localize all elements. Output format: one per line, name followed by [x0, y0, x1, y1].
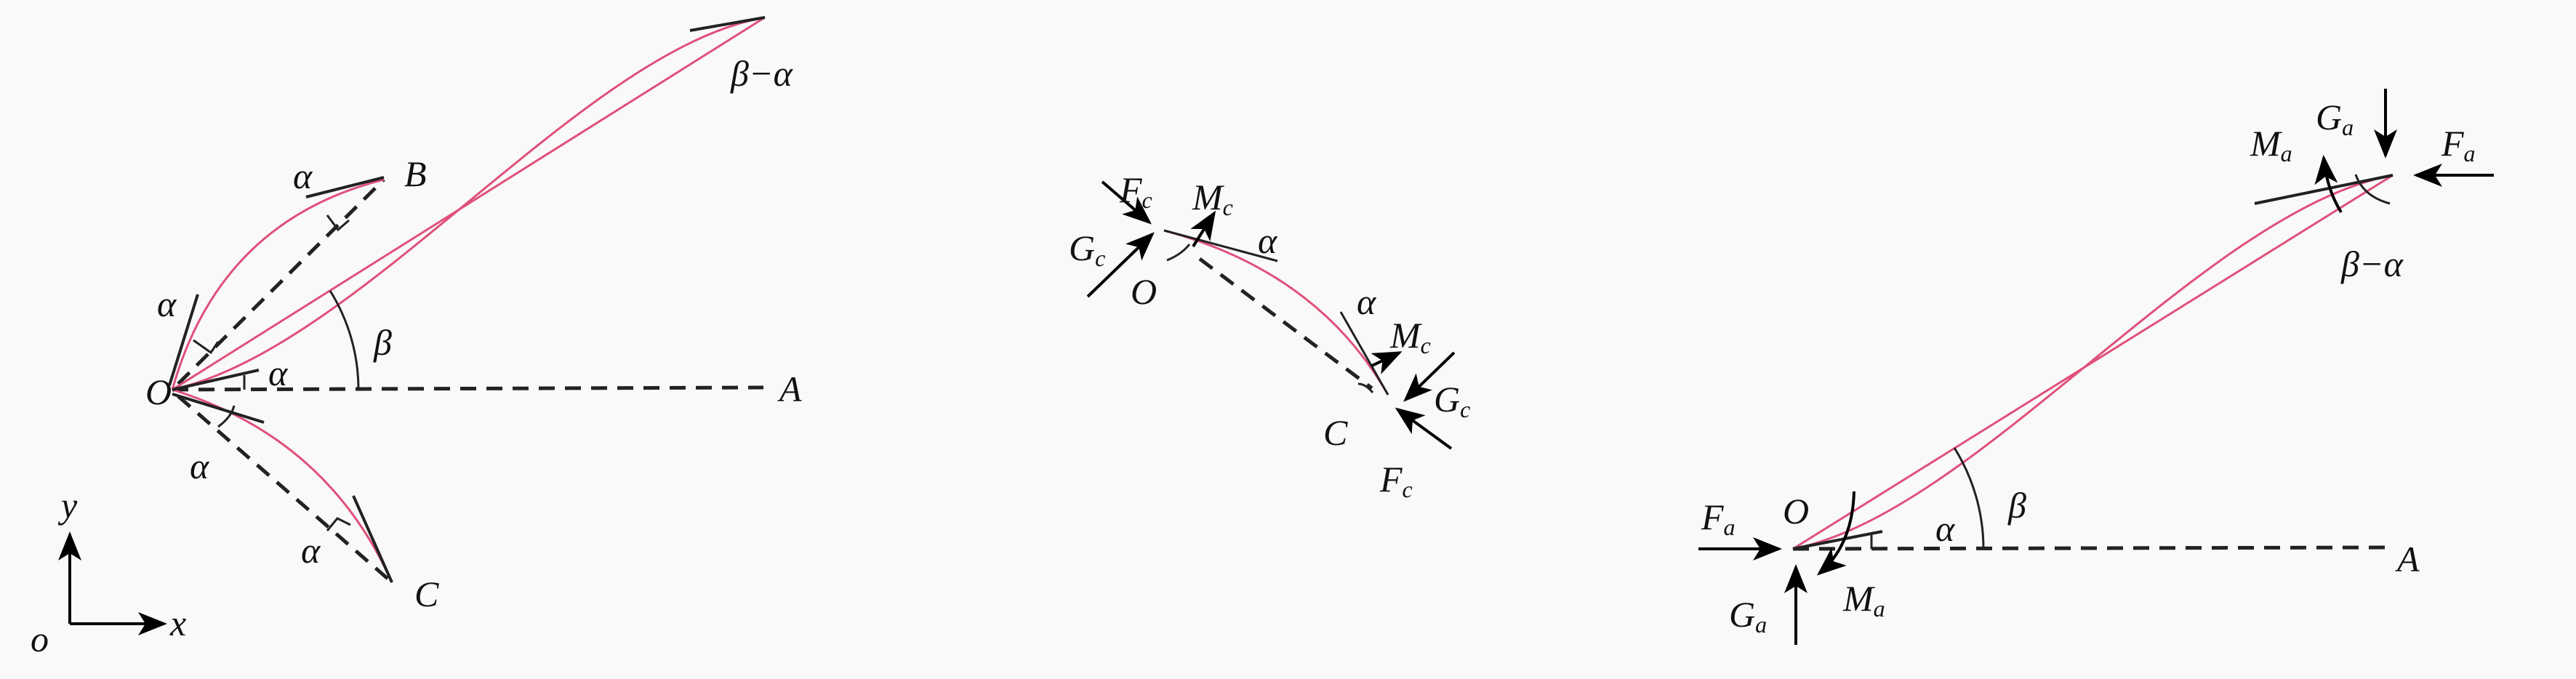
moment-M-arrow-C: [1371, 351, 1403, 374]
chord-OC: [177, 395, 393, 584]
tangent-O-C: [172, 393, 265, 424]
alpha-angle-mark: [1166, 244, 1191, 262]
label-beta: β: [373, 322, 392, 363]
moment-M-arrow-O: [1190, 210, 1216, 248]
label-C: C: [1323, 412, 1348, 453]
alpha-angle-mark: [1357, 382, 1374, 393]
label-alpha: α: [190, 446, 210, 486]
chord-main: [172, 16, 766, 391]
tangent-tip: [2254, 174, 2394, 205]
s-curve-beam: [172, 16, 766, 391]
label-A: A: [2395, 539, 2420, 579]
label-beta: β: [2007, 485, 2026, 526]
label-F-a: Fa: [2441, 123, 2476, 166]
force-G-arrow-C: [1403, 351, 1456, 402]
label-alpha: α: [293, 156, 313, 196]
chord-main: [1792, 174, 2394, 550]
label-alpha: α: [157, 284, 177, 324]
chord-OC: [1198, 257, 1373, 390]
moment-M-arrow-O: [1816, 491, 1855, 576]
tangent-O-B: [168, 294, 199, 386]
label-x-axis: x: [169, 603, 186, 643]
label-M-c: Mc: [1389, 315, 1431, 358]
force-F-arrow-O: [1101, 180, 1152, 225]
tangent-tip: [689, 16, 766, 32]
label-origin: o: [31, 619, 49, 659]
reference-line-OA: [172, 385, 764, 392]
moment-M-arrow-tip: [2314, 155, 2343, 214]
label-G-a: Ga: [1729, 594, 1767, 638]
panel-3-labels: O A β−α α β Fa Ga Ma Ma Ga Fa: [1701, 97, 2476, 638]
alpha-angle-mark: [326, 214, 350, 232]
label-y-axis: y: [57, 485, 78, 526]
label-M-a: Ma: [1842, 578, 1885, 622]
tangent-O-main: [172, 369, 260, 391]
label-alpha: α: [1935, 508, 1956, 549]
label-G-a: Ga: [2316, 97, 2354, 140]
arc-beam-OC: [172, 388, 393, 583]
force-G-arrow-O: [1086, 232, 1155, 298]
arc-beam-OB: [171, 178, 385, 390]
tangent-C: [1339, 311, 1389, 395]
label-alpha: α: [301, 530, 321, 571]
panel-1-labels: O A B C β−α β α α α α α y x o: [31, 53, 802, 659]
label-O: O: [145, 371, 172, 412]
tangent-O: [1792, 530, 1883, 550]
alpha-angle-mark: [193, 339, 220, 355]
label-B: B: [404, 153, 427, 194]
s-curve-beam: [1792, 174, 2394, 550]
label-G-c: Gc: [1434, 379, 1470, 422]
label-F-c: Fc: [1379, 459, 1413, 502]
label-A: A: [777, 369, 802, 409]
beta-angle-arc: [1953, 447, 1985, 550]
label-O: O: [1783, 491, 1809, 531]
alpha-angle-mark: [217, 405, 236, 428]
reference-line-OA: [1792, 545, 2391, 551]
tangent-O: [1163, 229, 1278, 262]
label-M-a: Ma: [2250, 123, 2292, 166]
label-G-c: Gc: [1069, 228, 1105, 271]
chord-OB: [177, 178, 385, 385]
arc-beam-OC: [1163, 229, 1389, 395]
label-C: C: [414, 574, 439, 614]
panel-2-geometry: [1086, 180, 1456, 450]
panel-3-geometry: [1698, 89, 2494, 645]
tangent-C: [352, 495, 393, 583]
label-beta-minus-alpha: β−α: [730, 53, 794, 94]
label-F-a: Fa: [1701, 497, 1736, 540]
label-O: O: [1131, 271, 1157, 312]
label-alpha: α: [1258, 220, 1278, 261]
alpha-angle-mark: [326, 517, 351, 531]
arc-mark-tip: [2354, 174, 2391, 205]
beta-angle-arc: [329, 290, 360, 390]
force-F-arrow-C: [1395, 407, 1453, 450]
label-M-c: Mc: [1192, 177, 1233, 220]
tangent-B: [305, 176, 385, 198]
label-alpha: α: [1357, 281, 1377, 322]
label-F-c: Fc: [1119, 169, 1152, 213]
label-beta-minus-alpha: β−α: [2340, 244, 2404, 284]
panel-2-labels: O C α α Fc Mc Gc Mc Gc Fc: [1069, 169, 1470, 502]
panel-1-geometry: [58, 16, 766, 635]
label-alpha: α: [268, 353, 289, 393]
